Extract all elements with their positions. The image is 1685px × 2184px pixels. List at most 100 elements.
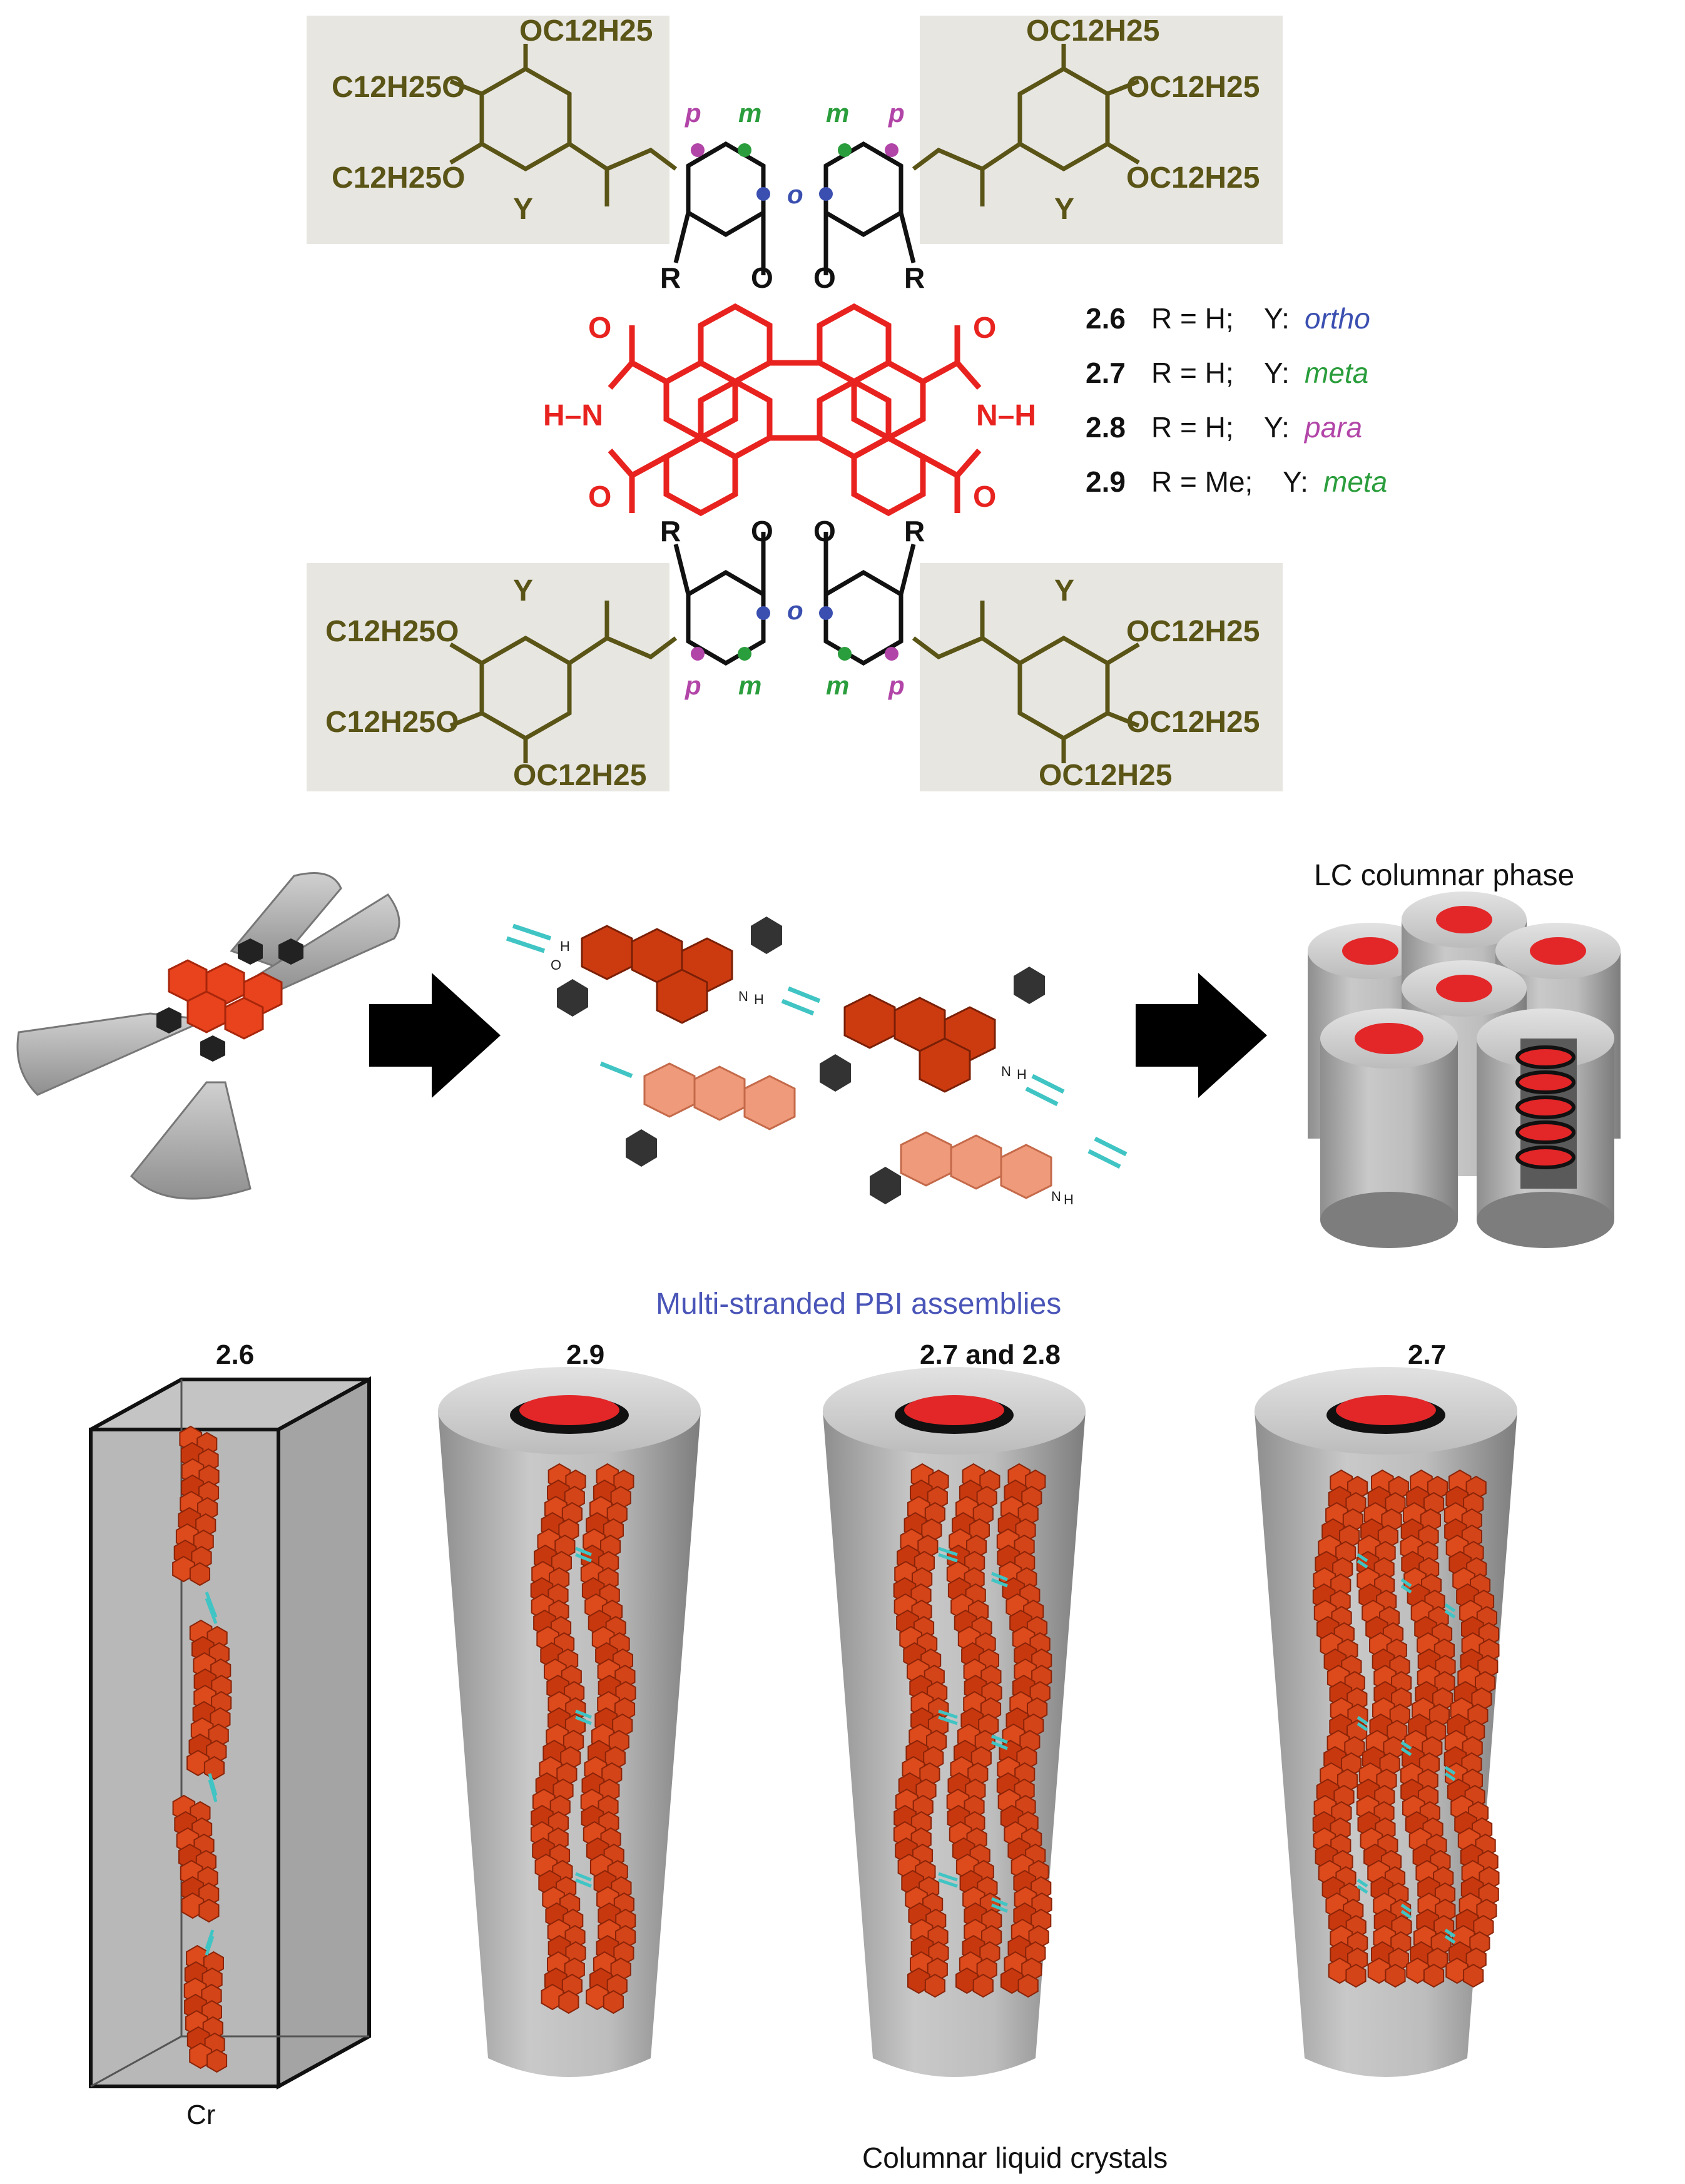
hbond-link (1400, 1747, 1412, 1757)
pbi-hexagon (198, 1898, 220, 1923)
pbi-atoms: O O O O H–N N–H (543, 312, 1036, 514)
pbi-nh-right: N–H (976, 399, 1036, 432)
hbond-link (938, 1553, 958, 1563)
svg-text:para: para (1303, 411, 1362, 444)
pbi-dimer-light (643, 1062, 1052, 1199)
compound-legend: 2.6 R = H; Y: ortho 2.7 R = H; Y: meta 2… (1086, 302, 1387, 498)
hbond-strand-schematic: H O N H N H N H (506, 917, 1128, 1207)
svg-text:meta: meta (1323, 465, 1387, 498)
sub-tl-1: C12H25O (332, 71, 465, 104)
crystal-box-panel (89, 1376, 371, 2090)
r-label-4: R (904, 515, 925, 547)
hbond-link (575, 1872, 592, 1882)
hbond-link (208, 1773, 218, 1796)
hbond-link (1444, 1609, 1456, 1619)
column-front-right-cutaway (1477, 1008, 1614, 1248)
svg-text:N: N (1051, 1189, 1061, 1204)
compound-row-2-7: 2.7 R = H; Y: meta (1086, 357, 1368, 389)
panel-label-2-9: 2.9 (566, 1339, 604, 1370)
pbi-hexagon (206, 2048, 228, 2073)
pbi-hexagon (203, 1755, 225, 1780)
pbi-hexagon (586, 1983, 609, 2011)
svg-text:H: H (1017, 1067, 1027, 1082)
pbi-hexagon (189, 2042, 212, 2070)
hbond-link (1357, 1559, 1368, 1569)
pbi-o-2: O (588, 480, 611, 514)
cylinder-panel-2-7 (1255, 1367, 1517, 2077)
svg-text:R = H;: R = H; (1151, 411, 1234, 444)
hbond-link (991, 1897, 1008, 1907)
arrow-right-1 (369, 973, 501, 1098)
middle-row: H O N H N H N H LC columnar phase (16, 859, 1621, 1248)
pbi-hexagon (1367, 1957, 1391, 1984)
sub-br-0: OC12H25 (1126, 615, 1260, 648)
gallate-rings (449, 44, 1140, 763)
hbond-link (208, 1779, 218, 1802)
hbond-link (1444, 1772, 1456, 1782)
bottom-title: Multi-stranded PBI assemblies (656, 1288, 1061, 1321)
svg-text:2.6: 2.6 (1086, 302, 1126, 335)
sub-bl-1: C12H25O (325, 706, 459, 739)
pbi-hexagon (1423, 1963, 1445, 1988)
y-label-tl: Y (513, 193, 533, 226)
hbond-link (1444, 1934, 1456, 1944)
sub-br-1: OC12H25 (1126, 706, 1260, 739)
hbond-link (938, 1715, 958, 1725)
hbond-link (1400, 1584, 1412, 1594)
sub-tl-0: OC12H25 (519, 14, 653, 48)
svg-text:N: N (738, 988, 748, 1004)
pbi-hexagon (907, 1967, 930, 1994)
sub-tr-2: OC12H25 (1126, 161, 1260, 195)
pbi-hexagon (924, 1973, 945, 1998)
hbond-link (1400, 1740, 1412, 1750)
hbond-link (991, 1903, 1008, 1913)
pbi-core (608, 303, 982, 517)
pbi-hexagon (541, 1983, 564, 2011)
sub-bl-0: C12H25O (325, 615, 459, 648)
pos-m-4: m (826, 671, 849, 700)
hbond-link (1357, 1722, 1368, 1732)
svg-text:Y:: Y: (1264, 302, 1290, 335)
svg-text:2.8: 2.8 (1086, 411, 1126, 444)
lc-columnar-label: LC columnar phase (1314, 859, 1574, 892)
hbond-link (575, 1715, 592, 1725)
core-o-4: O (813, 515, 836, 547)
panel-label-2-7: 2.7 (1408, 1339, 1446, 1370)
svg-text:O: O (551, 957, 561, 973)
pbi-hexagon (1406, 1957, 1429, 1984)
hbond-link (938, 1709, 958, 1719)
r-label-3: R (660, 515, 681, 547)
pbi-hexagon (186, 1749, 210, 1777)
sub-br-2: OC12H25 (1039, 759, 1172, 792)
pos-o-1: o (787, 180, 803, 209)
pos-m-3: m (738, 671, 761, 700)
pbi-hexagon (1328, 1957, 1352, 1984)
svg-text:Y:: Y: (1264, 357, 1290, 389)
wedge-left (16, 1012, 210, 1096)
column-front-left (1320, 1008, 1458, 1248)
pbi-hexagon (172, 1555, 195, 1583)
compound-row-2-8: 2.8 R = H; Y: para (1086, 411, 1362, 444)
hbond-link (1400, 1903, 1412, 1913)
substituent-box-bottom-left (307, 563, 669, 791)
hbond-link (575, 1547, 592, 1557)
hbond-link (205, 1592, 218, 1618)
pbi-hexagon (1385, 1963, 1406, 1988)
hbond-link (1357, 1553, 1368, 1563)
pbi-hexagon (558, 1989, 579, 2014)
hbond-link (938, 1878, 958, 1888)
pos-m-2: m (826, 98, 849, 128)
pbi-o-1: O (588, 312, 611, 345)
core-o-3: O (751, 515, 773, 547)
pbi-hexagon (603, 1989, 624, 2014)
arrow-right-2 (1136, 973, 1267, 1098)
hbond-link (575, 1878, 592, 1888)
pbi-strands-2-7 (1312, 1469, 1500, 1988)
cylinder-panel-2-7-and-2-8 (823, 1367, 1086, 2077)
pos-p-4: p (888, 671, 905, 700)
svg-text:H: H (754, 992, 764, 1007)
pbi-strands-2-7-and-2-8 (893, 1463, 1052, 1998)
compound-row-2-9: 2.9 R = Me; Y: meta (1086, 465, 1387, 498)
y-label-bl: Y (513, 574, 533, 607)
svg-text:R = Me;: R = Me; (1151, 465, 1253, 498)
